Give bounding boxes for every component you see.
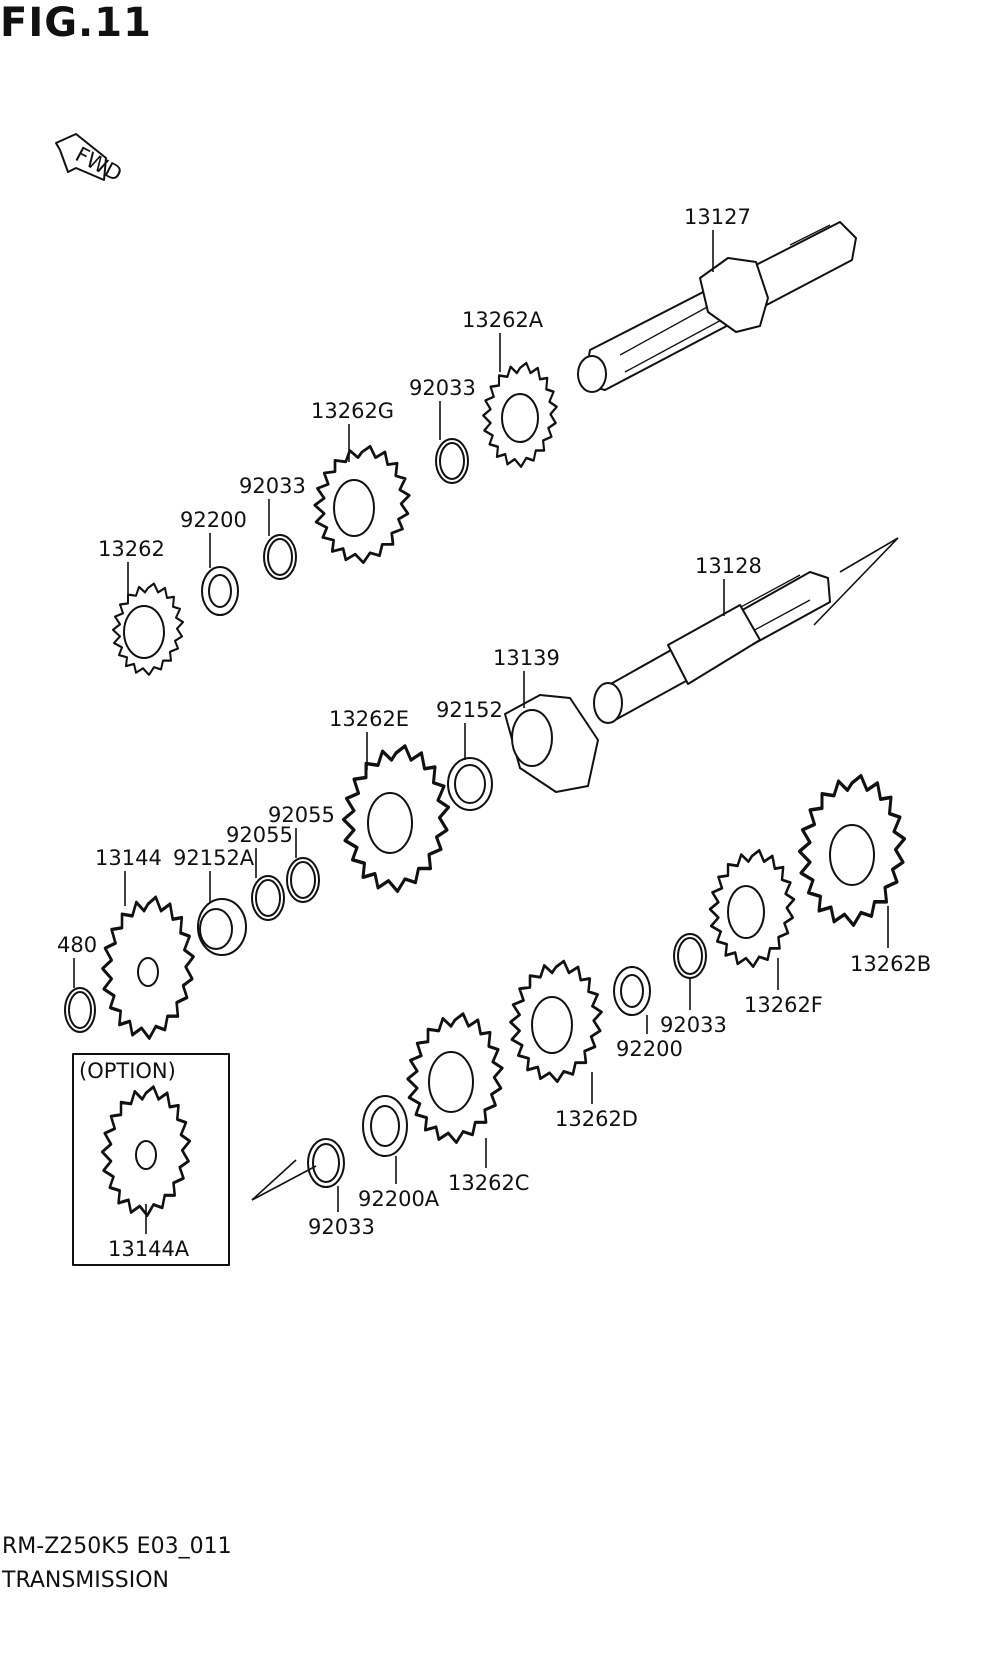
label-13262: 13262 xyxy=(98,537,165,561)
oring-92055-a xyxy=(286,857,320,903)
figure-title: FIG.11 xyxy=(0,0,152,46)
label-92033-d: 92033 xyxy=(308,1215,375,1239)
label-13262E: 13262E xyxy=(329,707,409,731)
sprocket-13144A xyxy=(100,1085,192,1217)
label-13262F: 13262F xyxy=(744,993,823,1017)
washer-92200-a xyxy=(201,566,239,616)
gear-13262D xyxy=(509,959,603,1084)
part-labels: 13127 13262A 92033 13262G 92033 92200 13… xyxy=(57,205,931,1261)
option-box: (OPTION) xyxy=(72,1053,230,1266)
washer-92200-b xyxy=(613,966,651,1016)
gear-13262E xyxy=(341,744,451,893)
label-92055-b: 92055 xyxy=(226,823,293,847)
dog-13139 xyxy=(504,694,599,793)
gear-13262A xyxy=(482,361,558,468)
label-13144: 13144 xyxy=(95,846,162,870)
label-13262B: 13262B xyxy=(850,952,931,976)
label-92200-b: 92200 xyxy=(616,1037,683,1061)
label-13262G: 13262G xyxy=(311,399,394,423)
sprocket-13144 xyxy=(100,895,196,1041)
label-13127: 13127 xyxy=(684,205,751,229)
label-92033-a: 92033 xyxy=(409,376,476,400)
label-13128: 13128 xyxy=(695,554,762,578)
option-label: (OPTION) xyxy=(79,1059,176,1083)
section-name: TRANSMISSION xyxy=(2,1568,169,1593)
label-13262C: 13262C xyxy=(448,1171,529,1195)
gear-13262F xyxy=(708,849,796,968)
label-13262D: 13262D xyxy=(555,1107,638,1131)
gear-13262G xyxy=(313,444,411,564)
label-13262A: 13262A xyxy=(462,308,544,332)
label-13144A: 13144A xyxy=(108,1237,190,1261)
circlip-92033-a xyxy=(435,438,469,484)
bushing-92152A xyxy=(197,898,247,956)
footer: RM-Z250K5 E03_011 TRANSMISSION xyxy=(2,1530,232,1598)
circlip-92033-b xyxy=(263,534,297,580)
label-92152: 92152 xyxy=(436,698,503,722)
gear-13262 xyxy=(111,582,185,677)
label-92033-b: 92033 xyxy=(239,474,306,498)
circlip-92033-d xyxy=(251,1138,345,1201)
label-92200-a: 92200 xyxy=(180,508,247,532)
fwd-label: FWD xyxy=(71,142,126,186)
label-92055-a: 92055 xyxy=(268,803,335,827)
label-13139: 13139 xyxy=(493,646,560,670)
label-92152A: 92152A xyxy=(173,846,255,870)
label-92033-c: 92033 xyxy=(660,1013,727,1037)
bushing-92152 xyxy=(447,757,493,811)
model-code: RM-Z250K5 E03_011 xyxy=(2,1534,232,1559)
shaft-13127 xyxy=(577,221,857,393)
oring-92055-b xyxy=(251,875,285,921)
label-480: 480 xyxy=(57,933,97,957)
shaft-13128 xyxy=(593,537,899,724)
fwd-arrow-icon: FWD xyxy=(55,133,126,186)
washer-92200A xyxy=(362,1095,408,1157)
gear-13262B xyxy=(797,773,907,928)
circlip-92033-c xyxy=(673,933,707,979)
circlip-480 xyxy=(64,987,96,1033)
gear-13262C xyxy=(406,1012,504,1144)
label-92200A: 92200A xyxy=(358,1187,440,1211)
